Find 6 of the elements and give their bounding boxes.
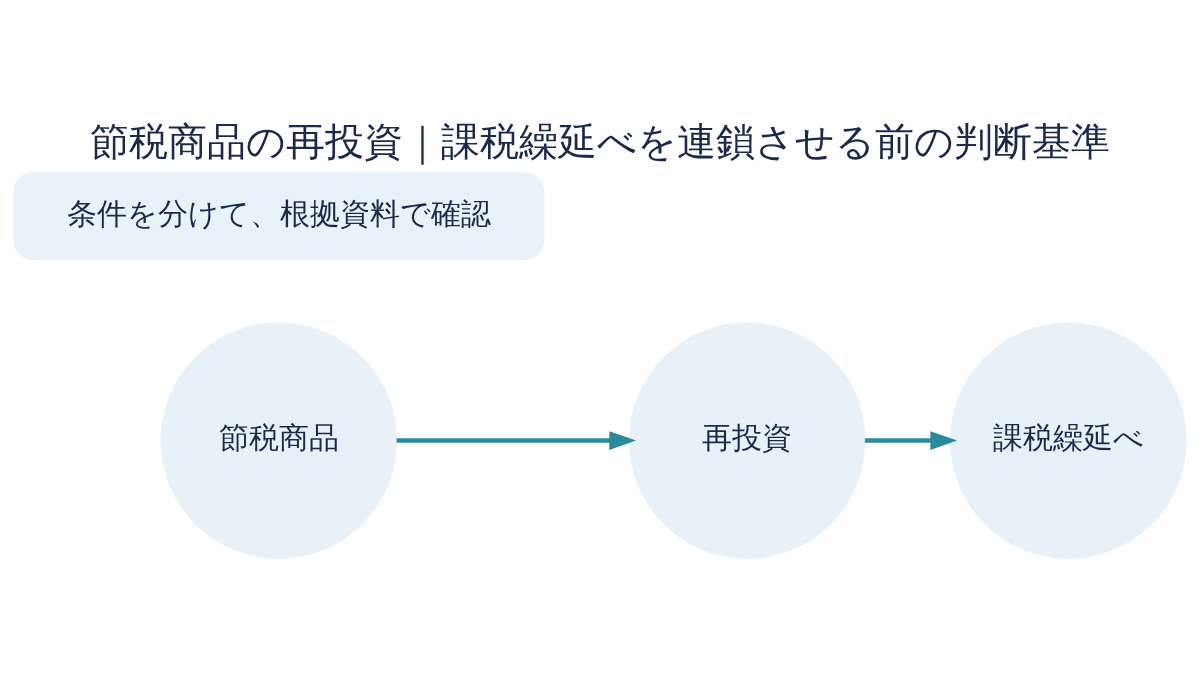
diagram-title: 節税商品の再投資｜課税繰延べを連鎖させる前の判断基準 [90,118,1110,164]
node-circle: 再投資 [629,321,866,559]
arrow [396,430,637,450]
node-circle: 節税商品 [160,321,398,559]
arrow [864,430,958,450]
node-circle: 課税繰延べ [950,321,1187,559]
